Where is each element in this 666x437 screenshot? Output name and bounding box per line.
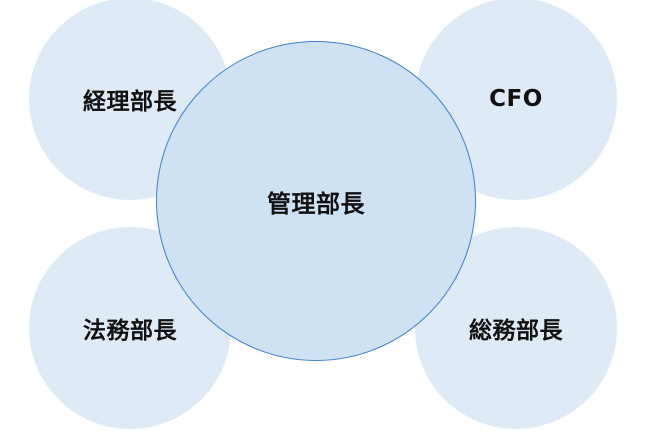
node-label: 経理部長 <box>83 89 177 115</box>
node-label: 総務部長 <box>469 318 563 344</box>
node-houmu-bucho: 法務部長 <box>29 227 231 429</box>
node-label: 法務部長 <box>83 318 177 344</box>
center-label: 管理部長 <box>267 189 365 218</box>
center-node-kanri-bucho: 管理部長 <box>156 41 476 361</box>
node-label: CFO <box>489 86 543 112</box>
